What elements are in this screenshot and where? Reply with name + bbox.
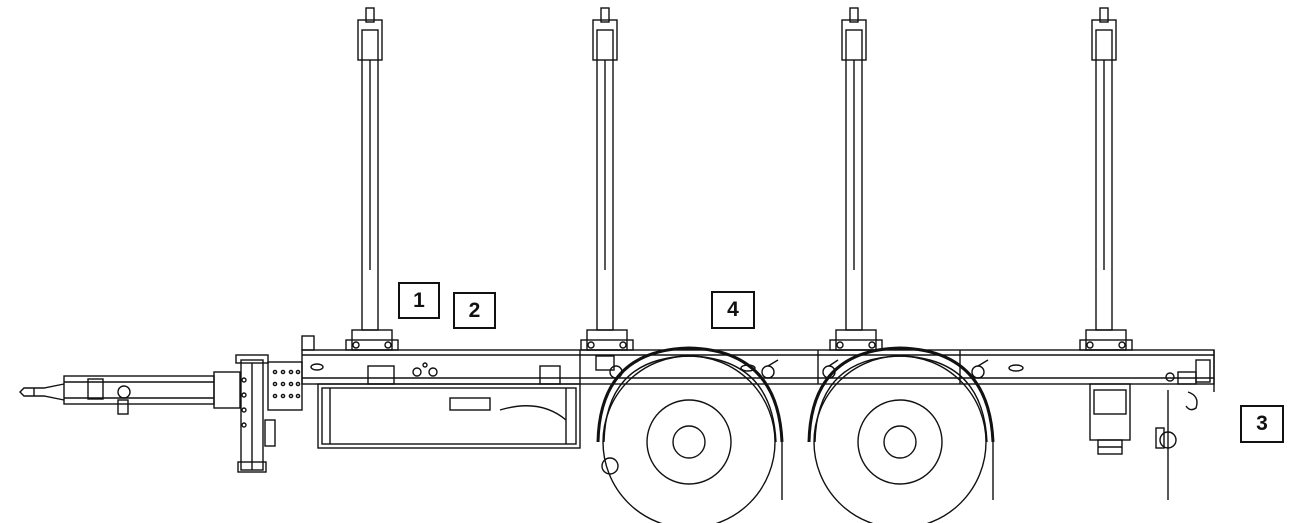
wheel-front	[596, 346, 784, 523]
toolbox	[317, 365, 581, 449]
drawbar	[19, 371, 241, 415]
callout-3: 3	[1240, 405, 1284, 443]
rear-lights	[1089, 383, 1131, 455]
callout-2: 2	[453, 292, 496, 329]
callout-4: 4	[711, 291, 755, 329]
hitch-plate	[267, 361, 303, 411]
stanchion-2	[580, 7, 634, 371]
rear-hitch	[1155, 390, 1198, 500]
stanchion-4	[1079, 7, 1133, 351]
stanchion-3	[829, 7, 883, 351]
axle-brackets	[609, 359, 989, 379]
callout-1: 1	[398, 282, 440, 319]
support-jack	[235, 354, 276, 473]
stanchion-1	[345, 7, 399, 351]
wheel-rear	[807, 346, 995, 523]
